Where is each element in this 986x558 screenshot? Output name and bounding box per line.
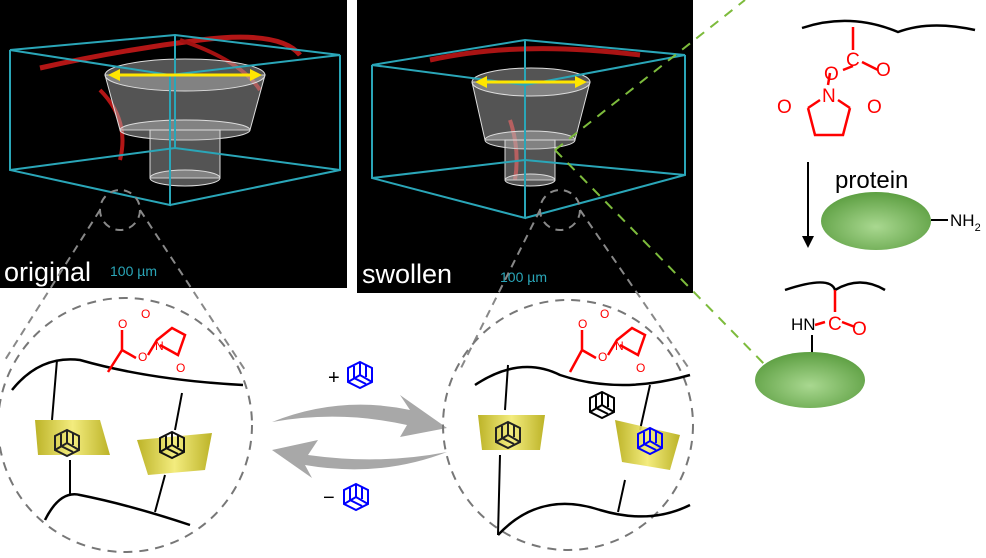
original-network: O O N O O	[0, 297, 253, 553]
adamantane-guest-icon	[347, 361, 373, 389]
atom-label: N	[615, 339, 624, 353]
nhs-ester-structure	[806, 27, 879, 137]
atom-label: O	[852, 319, 867, 340]
atom-label: O	[118, 317, 127, 331]
adamantane-guest-icon	[343, 483, 369, 511]
swollen-label: swollen	[362, 259, 452, 289]
amide-nh-label: HN	[791, 315, 816, 334]
original-label: original	[4, 257, 91, 287]
reaction-scheme: C O O N O O protein NH2 C O HN	[755, 19, 981, 408]
atom-label: O	[777, 97, 792, 118]
atom-label: O	[141, 307, 150, 321]
cyclodextrin-host	[137, 433, 212, 475]
atom-label: O	[138, 350, 147, 364]
atom-label: N	[155, 339, 164, 353]
atom-label: O	[600, 307, 609, 321]
protein-label: protein	[835, 167, 908, 194]
atom-label: O	[636, 361, 645, 375]
reversible-arrows	[272, 395, 447, 478]
atom-label: O	[598, 350, 607, 364]
atom-label: O	[876, 60, 891, 81]
remove-guest-sign: −	[323, 487, 335, 509]
conjugated-protein-shape	[755, 352, 865, 408]
swollen-panel: swollen 100 µm	[357, 0, 693, 293]
nhs-ester	[106, 326, 187, 373]
scale-bar-label: 100 µm	[500, 269, 547, 285]
atom-label: O	[578, 317, 587, 331]
bounding-box	[371, 38, 686, 220]
protein-shape	[821, 192, 931, 250]
atom-label: N	[822, 86, 836, 107]
cyclodextrin-host	[478, 415, 545, 450]
amine-label: NH2	[950, 211, 981, 234]
zoom-lines	[4, 189, 691, 371]
atom-label: NH	[950, 211, 975, 230]
atom-label: C	[846, 50, 860, 71]
reverse-arrow	[272, 440, 447, 478]
swollen-network: O O N O O	[442, 299, 694, 551]
nhs-ester	[568, 326, 647, 373]
bounding-box	[9, 33, 341, 207]
free-adamantane-icon	[589, 391, 615, 419]
atom-label: 2	[975, 222, 981, 234]
red-fluorescence	[39, 34, 302, 161]
scale-bar-label: 100 µm	[110, 263, 157, 279]
atom-label: O	[824, 64, 839, 85]
atom-label: O	[176, 361, 185, 375]
add-guest-sign: +	[328, 367, 340, 389]
atom-label: O	[867, 97, 882, 118]
forward-arrow	[272, 395, 447, 437]
green-zoom-lines	[554, 0, 771, 371]
original-panel: original 100 µm	[0, 0, 347, 288]
atom-label: C	[828, 314, 842, 335]
